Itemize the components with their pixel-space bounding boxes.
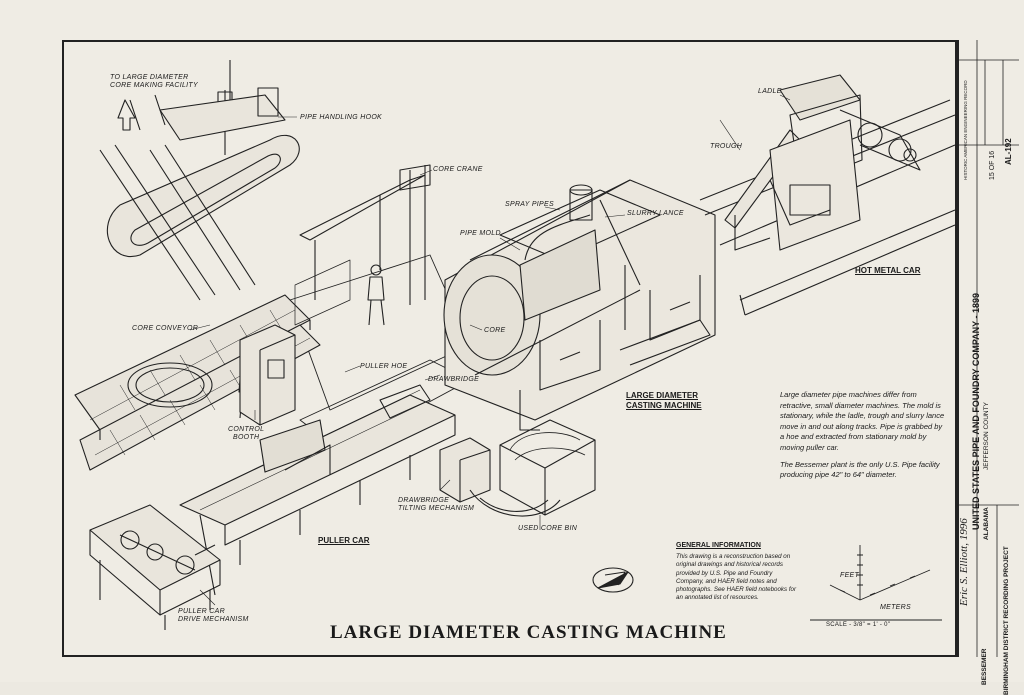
title-block-sheet: 15 OF 16 — [989, 150, 996, 180]
hot-metal-car — [699, 74, 956, 316]
puller-car-drive-label: PULLER CAR DRIVE MECHANISM — [178, 608, 249, 623]
title-block-haer: HISTORIC AMERICAN ENGINEERING RECORD — [963, 80, 968, 180]
general-information-text: This drawing is a reconstruction based o… — [676, 553, 797, 602]
used-core-bin-label: USED CORE BIN — [518, 525, 578, 532]
page-title: LARGE DIAMETER CASTING MACHINE — [330, 622, 727, 643]
general-information: GENERAL INFORMATION This drawing is a re… — [676, 542, 801, 602]
puller-car-drive — [89, 504, 221, 630]
general-information-heading: GENERAL INFORMATION — [676, 542, 761, 549]
scale-label: SCALE - 3/8" = 1' - 0" — [826, 622, 891, 628]
delineator-signature: Eric S. Elliott, 1996 — [958, 518, 970, 606]
core-label: CORE — [484, 327, 506, 334]
control-booth-label: CONTROL BOOTH — [228, 426, 265, 441]
spray-pipes-label: SPRAY PIPES — [505, 201, 554, 208]
title-block-lines — [957, 40, 1019, 657]
hot-metal-car-label: HOT METAL CAR — [855, 266, 921, 275]
casting-machine — [443, 179, 716, 431]
title-block-location: BESSEMER — [981, 648, 988, 685]
core-conveyor-label: CORE CONVEYOR — [132, 325, 199, 332]
drawbridge-tilting-label: DRAWBRIDGE TILTING MECHANISM — [398, 497, 475, 512]
title-block: UNITED STATES PIPE AND FOUNDRY COMPANY -… — [957, 40, 1019, 695]
to-core-facility-label: TO LARGE DIAMETER CORE MAKING FACILITY — [110, 74, 198, 89]
feet-label: FEET — [840, 572, 860, 579]
title-block-haer-no: AL-192 — [1004, 138, 1013, 165]
up-arrow-icon — [117, 99, 136, 131]
puller-car — [179, 384, 456, 596]
core-ring — [127, 362, 213, 408]
puller-car-label: PULLER CAR — [318, 536, 370, 545]
control-booth — [239, 324, 296, 426]
trough-label: TROUGH — [710, 143, 743, 150]
puller-hoe-label: PULLER HOE — [360, 363, 408, 370]
title-block-state: ALABAMA — [983, 507, 990, 540]
slurry-lance-label: SLURRY LANCE — [627, 210, 684, 217]
core-crane-label: CORE CRANE — [433, 166, 483, 173]
pipe-handling-hook-label: PIPE HANDLING HOOK — [300, 114, 383, 121]
drawbridge-label: DRAWBRIDGE — [428, 376, 480, 383]
meters-label: METERS — [880, 604, 911, 611]
casting-machine-label: LARGE DIAMETER CASTING MACHINE — [626, 391, 702, 410]
pipe-handling-hook — [99, 60, 300, 301]
description-paragraph: The Bessemer plant is the only U.S. Pipe… — [780, 459, 940, 480]
title-block-recording: BIRMINGHAM DISTRICT RECORDING PROJECT — [1003, 546, 1010, 695]
leader-lines — [189, 94, 791, 606]
core-crane — [294, 164, 431, 326]
drawing-border — [62, 40, 957, 657]
ladle-label: LADLE — [758, 88, 782, 95]
description-paragraph: Large diameter pipe machines differ from… — [780, 390, 945, 452]
pipe-mold-label: PIPE MOLD — [460, 230, 501, 237]
north-arrow-icon — [592, 567, 634, 593]
scale-bar — [810, 545, 942, 621]
title-block-county: JEFFERSON COUNTY — [983, 402, 990, 470]
description-block: Large diameter pipe machines differ from… — [780, 390, 945, 487]
title-block-project: UNITED STATES PIPE AND FOUNDRY COMPANY -… — [971, 292, 981, 530]
used-core-bin — [499, 419, 596, 516]
